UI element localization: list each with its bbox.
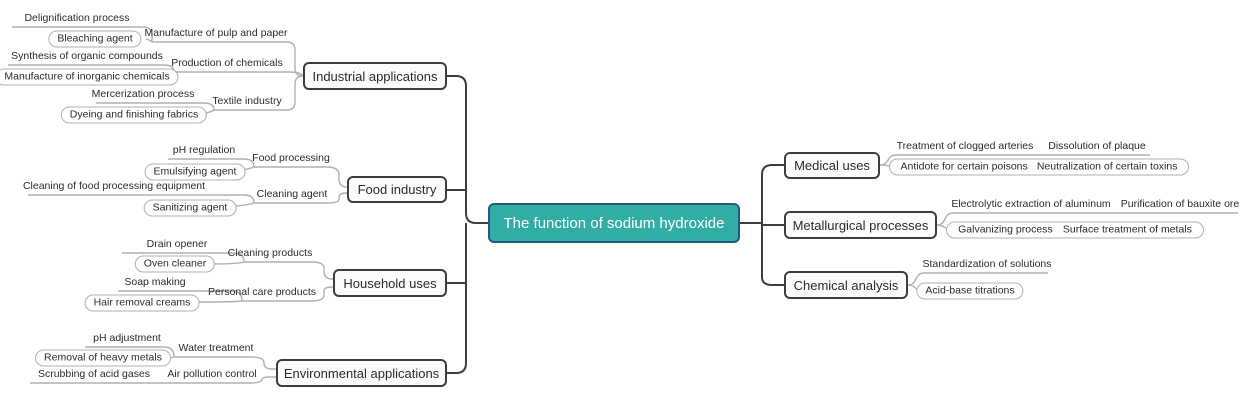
node-emulsifying-agent[interactable]: Emulsifying agent [144,163,246,181]
leaf-connectors [8,26,1238,384]
node-dissolution-of-plaque[interactable]: Dissolution of plaque [1048,140,1146,152]
node-purification-of-bauxite-ore[interactable]: Purification of bauxite ore [1120,198,1240,210]
node-food-processing[interactable]: Food processing [252,152,330,164]
node-manufacture-of-inorganic-chemicals[interactable]: Manufacture of inorganic chemicals [0,68,179,86]
node-water-treatment[interactable]: Water treatment [178,342,254,354]
node-oven-cleaner[interactable]: Oven cleaner [134,255,216,273]
node-hair-removal-creams[interactable]: Hair removal creams [84,294,200,312]
node-textile-industry[interactable]: Textile industry [212,95,282,107]
node-cleaning-of-food-processing-equipment[interactable]: Cleaning of food processing equipment [22,180,206,192]
node-scrubbing-of-acid-gases[interactable]: Scrubbing of acid gases [37,368,151,380]
node-drain-opener[interactable]: Drain opener [146,238,208,250]
branch-food-industry[interactable]: Food industry [347,176,447,203]
node-standardization-of-solutions[interactable]: Standardization of solutions [922,258,1052,270]
node-surface-treatment-of-metals[interactable]: Surface treatment of metals [1062,223,1192,236]
node-ph-adjustment[interactable]: pH adjustment [93,332,161,344]
node-cleaning-agent[interactable]: Cleaning agent [256,188,328,200]
node-soap-making[interactable]: Soap making [124,276,186,288]
node-treatment-of-clogged-arteries[interactable]: Treatment of clogged arteries [896,140,1034,152]
node-ph-regulation[interactable]: pH regulation [172,144,236,156]
node-electrolytic-extraction-of-aluminum[interactable]: Electrolytic extraction of aluminum [951,198,1111,210]
node-acid-base-titrations[interactable]: Acid-base titrations [916,282,1024,300]
node-synthesis-of-organic-compounds[interactable]: Synthesis of organic compounds [11,50,163,62]
node-removal-of-heavy-metals[interactable]: Removal of heavy metals [35,349,171,367]
branch-medical-uses[interactable]: Medical uses [784,152,880,179]
node-manufacture-of-pulp-and-paper[interactable]: Manufacture of pulp and paper [144,27,288,39]
node-air-pollution-control[interactable]: Air pollution control [167,368,257,380]
branch-metallurgical-processes[interactable]: Metallurgical processes [784,211,937,239]
node-delignification-process[interactable]: Delignification process [24,12,130,24]
node-antidote-for-certain-poisons[interactable]: Antidote for certain poisons [900,160,1028,173]
branch-environmental-applications[interactable]: Environmental applications [276,359,447,387]
branch-household-uses[interactable]: Household uses [333,269,447,297]
branch-chemical-analysis[interactable]: Chemical analysis [784,271,908,299]
node-production-of-chemicals[interactable]: Production of chemicals [171,57,283,69]
trunk-connectors [447,75,784,374]
node-galvanizing-process[interactable]: Galvanizing process [958,223,1053,236]
central-node[interactable]: The function of sodium hydroxide [488,203,740,243]
node-neutralization-of-certain-toxins[interactable]: Neutralization of certain toxins [1036,160,1178,173]
branch-industrial-applications[interactable]: Industrial applications [303,62,447,90]
node-row-galvanizing: Galvanizing process Surface treatment of… [946,221,1204,239]
node-personal-care-products[interactable]: Personal care products [208,286,316,298]
node-sanitizing-agent[interactable]: Sanitizing agent [143,199,237,217]
node-bleaching-agent[interactable]: Bleaching agent [48,30,142,48]
node-dyeing-and-finishing-fabrics[interactable]: Dyeing and finishing fabrics [60,106,208,124]
node-row-antidote: Antidote for certain poisons Neutralizat… [889,158,1189,176]
node-mercerization-process[interactable]: Mercerization process [91,88,195,100]
node-cleaning-products[interactable]: Cleaning products [227,247,313,259]
